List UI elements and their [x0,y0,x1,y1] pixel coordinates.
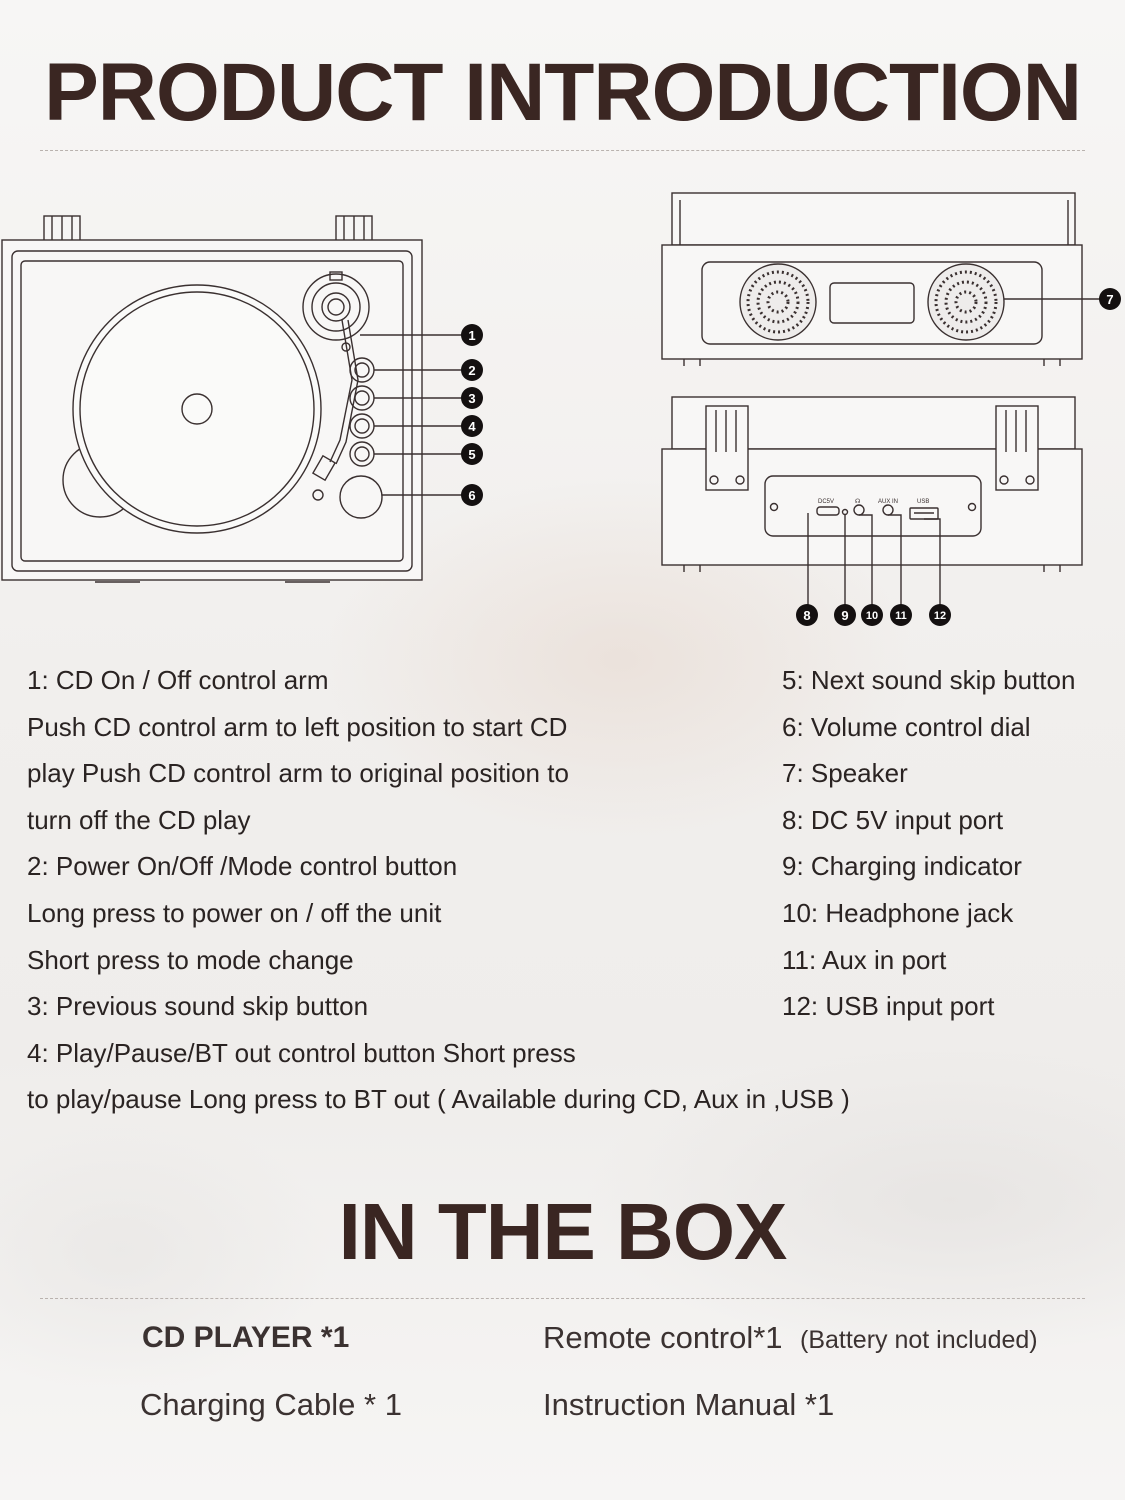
description-line: 4: Play/Pause/BT out control button Shor… [27,1037,576,1068]
callout-4-badge [461,415,483,437]
callout-3-label: 3 [468,391,475,406]
callout-7-label: 7 [1106,292,1113,307]
description-line: 3: Previous sound skip button [27,991,369,1022]
description-line: 7: Speaker [782,758,908,789]
callout-5-badge [461,443,483,465]
divider-bottom [40,1298,1085,1299]
box-item-charging-cable: Charging Cable * 1 [140,1387,402,1422]
callout-8-badge [796,604,818,626]
callout-3-badge [461,387,483,409]
description-line: 8: DC 5V input port [782,804,1004,835]
description-line: play Push CD control arm to original pos… [27,758,569,789]
description-line: 1: CD On / Off control arm [27,665,329,695]
description-line: 6: Volume control dial [782,711,1031,742]
callout-9-badge [834,604,856,626]
box-item-instruction-manual: Instruction Manual *1 [543,1387,835,1422]
divider-top [40,150,1085,151]
callout-8-label: 8 [803,608,810,623]
callout-6-badge [461,484,483,506]
back-view-drawing [661,396,1083,605]
description-line: 10: Headphone jack [782,897,1014,928]
port-label-headphone: ☊ [855,498,860,505]
callout-9-label: 9 [841,608,848,623]
port-label-dc: DC5V [818,499,834,505]
front-view-drawing [661,192,1100,366]
description-line: Long press to power on / off the unit [27,897,442,928]
callout-10-label: 10 [866,610,878,622]
callout-2-badge [461,359,483,381]
box-item-cd-player: CD PLAYER *1 [142,1321,350,1354]
port-label-usb: USB [917,499,929,505]
in-the-box-title: IN THE BOX [338,1187,788,1276]
description-left-column: 1: CD On / Off control arm Push CD contr… [27,657,850,1123]
description-line: Push CD control arm to left position to … [27,711,568,742]
description-line: 9: Charging indicator [782,851,1022,882]
callout-5-label: 5 [468,447,475,462]
callout-4-label: 4 [468,419,476,434]
callout-12-label: 12 [934,610,946,622]
callout-6-label: 6 [468,488,475,503]
callout-2-label: 2 [468,363,475,378]
description-line: Short press to mode change [27,944,354,975]
description-line: 11: Aux in port [782,944,947,975]
product-diagram: DC5V ☊ AUX IN USB 1 2 3 4 5 6 7 8 9 10 1… [1,192,1121,626]
page-title: PRODUCT INTRODUCTION [44,47,1082,138]
callout-12-badge [929,604,951,626]
port-label-aux: AUX IN [878,499,898,505]
description-line: turn off the CD play [27,804,251,835]
callout-7-badge [1099,288,1121,310]
callout-11-label: 11 [895,610,907,622]
description-line: to play/pause Long press to BT out ( Ava… [27,1084,850,1115]
callout-1-badge [461,324,483,346]
description-line: 2: Power On/Off /Mode control button [27,851,458,882]
callout-11-badge [890,604,912,626]
description-line: 5: Next sound skip button [782,665,1076,695]
description-line: 12: USB input port [782,991,995,1022]
callout-10-badge [861,604,883,626]
callout-1-label: 1 [468,328,475,343]
box-item-remote-note: (Battery not included) [800,1326,1038,1354]
box-item-remote: Remote control*1 [543,1320,783,1355]
top-view-drawing [1,215,462,583]
description-right-column: 5: Next sound skip button 6: Volume cont… [782,657,1075,1030]
